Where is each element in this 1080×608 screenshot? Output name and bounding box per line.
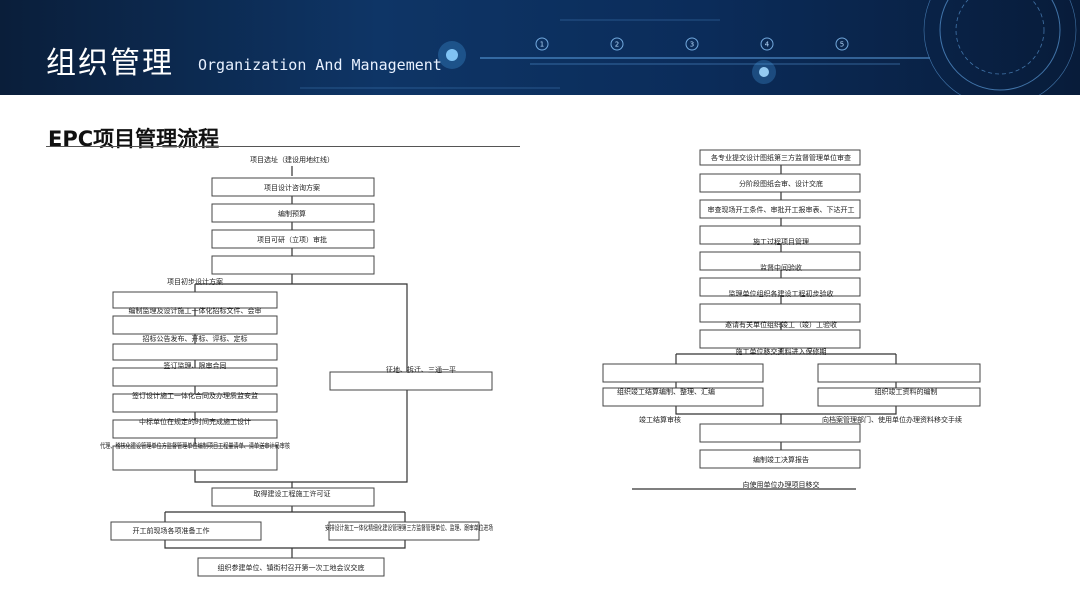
left-box-9 xyxy=(112,393,278,413)
left-box-15 xyxy=(328,521,480,541)
right-label-5: 监督中间验收 xyxy=(760,263,802,272)
left-box-4 xyxy=(211,255,375,275)
right-label-13: 竣工结算审核 xyxy=(639,415,681,424)
right-box-11 xyxy=(602,387,764,407)
left-box-2 xyxy=(211,203,375,223)
left-label-8: 签订监理、限审合同 xyxy=(164,361,227,370)
left-box-1 xyxy=(211,177,375,197)
right-box-5 xyxy=(699,251,861,271)
right-label-8: 施工单位移交资料进入保修期 xyxy=(736,347,827,356)
left-label-5: 项目初步设计方案 xyxy=(167,277,223,286)
right-label-1: 各专业提交设计图纸第三方监督管理单位审查 xyxy=(711,153,851,162)
right-box-4 xyxy=(699,225,861,245)
left-flowchart: 项目选址（建设用地红线） 项目设计咨询方案 编制预算 项目可研（立项）审批 项目… xyxy=(100,155,493,577)
left-box-16 xyxy=(197,557,385,577)
page-title: 组织管理 xyxy=(46,46,174,81)
right-box-14 xyxy=(699,449,861,469)
section-title: EPC项目管理流程 xyxy=(48,127,220,151)
section-underline xyxy=(46,146,520,147)
right-label-7: 邀请有关单位组织竣工（竣）工验收 xyxy=(725,320,837,329)
left-label-6: 编制监理及设计施工一体化招标文件、会审 xyxy=(129,306,262,315)
right-box-1 xyxy=(699,149,861,166)
left-label-12: 征地、拆迁、三通一平 xyxy=(386,365,456,374)
right-box-13 xyxy=(699,423,861,443)
left-box-12 xyxy=(329,371,493,391)
left-box-13 xyxy=(211,487,375,507)
right-label-16: 编制竣工决算报告 xyxy=(753,455,809,464)
left-box-11 xyxy=(112,445,278,471)
step-marker-circle xyxy=(685,37,699,51)
left-box-8 xyxy=(112,367,278,387)
step-marker-circle xyxy=(835,37,849,51)
left-label-9: 签订设计施工一体化合同及办理质监安监 xyxy=(132,391,258,400)
right-box-7 xyxy=(699,303,861,323)
left-label-7: 招标公告发布、开标、评标、定标 xyxy=(143,334,248,343)
header-banner: 1 2 3 4 5 组织管理 Organization And Manageme… xyxy=(0,0,1080,95)
left-label-10: 中标单位在规定的时间完成施工设计 xyxy=(139,417,251,426)
right-label-12: 组织竣工资料的编制 xyxy=(875,387,938,396)
right-label-4: 施工过程项目管理 xyxy=(753,237,809,246)
right-label-2: 分阶段图纸会审、设计交底 xyxy=(739,179,823,188)
right-label-3: 审查现场开工条件、审批开工报审表、下达开工 xyxy=(708,205,855,214)
right-connectors xyxy=(632,165,897,490)
step-marker-3: 3 xyxy=(690,41,694,49)
right-label-17: 向使用单位办理项目移交 xyxy=(743,480,820,489)
right-box-8 xyxy=(699,329,861,349)
right-label-11: 组织竣工结算编制、整理、汇编 xyxy=(617,387,715,396)
right-box-2 xyxy=(699,173,861,193)
left-box-10 xyxy=(112,419,278,439)
left-label-3: 项目可研（立项）审批 xyxy=(257,235,327,244)
right-box-6 xyxy=(699,277,861,297)
left-label-13: 取得建设工程施工许可证 xyxy=(254,489,331,498)
step-marker-circle xyxy=(535,37,549,51)
left-label-1: 项目设计咨询方案 xyxy=(264,183,320,192)
right-box-3 xyxy=(699,199,861,219)
step-marker-circle xyxy=(610,37,624,51)
left-label-14: 开工前现场各项准备工作 xyxy=(133,526,210,535)
left-box-14 xyxy=(110,521,262,541)
right-label-6: 监理单位组织各建设工程初步验收 xyxy=(729,289,834,298)
page-subtitle: Organization And Management xyxy=(198,56,442,74)
right-box-10 xyxy=(817,363,981,383)
left-box-6 xyxy=(112,315,278,335)
left-top-note: 项目选址（建设用地红线） xyxy=(250,155,334,164)
right-box-12 xyxy=(817,387,981,407)
left-box-7 xyxy=(112,343,278,361)
step-marker-2: 2 xyxy=(615,41,619,49)
left-box-5 xyxy=(112,291,278,309)
step-marker-1: 1 xyxy=(540,41,544,49)
left-box-3 xyxy=(211,229,375,249)
right-label-14: 向档案管理部门、使用单位办理资料移交手续 xyxy=(822,415,962,424)
left-label-2: 编制预算 xyxy=(278,209,306,218)
left-label-16: 组织参建单位、镇街村召开第一次工地会议交底 xyxy=(218,563,365,572)
right-box-9 xyxy=(602,363,764,383)
step-marker-4: 4 xyxy=(765,41,770,49)
right-flowchart: 各专业提交设计图纸第三方监督管理单位审查 分阶段图纸会审、设计交底 审查现场开工… xyxy=(602,149,981,490)
left-label-15: 安排设计施工一体化精细化建设管理第三方监督管理单位、监理、跟审单位进场 xyxy=(325,523,493,532)
left-label-11: 代理、稽核化建设管理单位方监督管理单位编制项目工程量清单、清单送审计局审核 xyxy=(100,441,290,450)
step-marker-5: 5 xyxy=(840,41,844,49)
step-marker-circle xyxy=(760,37,774,51)
left-connectors xyxy=(164,166,408,558)
banner-decoration: 1 2 3 4 5 xyxy=(300,0,1077,95)
